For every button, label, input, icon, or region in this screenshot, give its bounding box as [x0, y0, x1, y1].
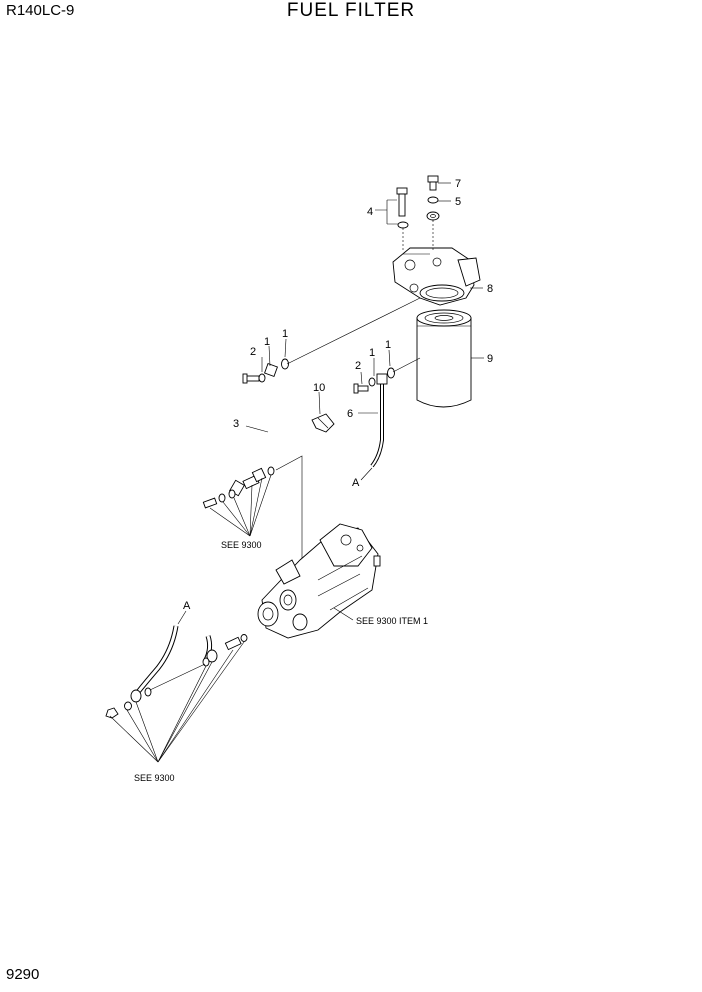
- washer-part-1-left-b[interactable]: [281, 358, 289, 370]
- fuel-pump-assembly[interactable]: [257, 523, 381, 639]
- callout-2-right: 2: [355, 360, 361, 372]
- washer-part-1-right-b[interactable]: [387, 367, 395, 379]
- page-number: 9290: [6, 966, 40, 983]
- callout-1-left-a: 1: [264, 336, 270, 348]
- model-code: R140LC-9: [6, 2, 75, 19]
- bolt-part-2-left[interactable]: [242, 373, 260, 384]
- fitting-group-lower[interactable]: [105, 634, 248, 719]
- clip-part-10[interactable]: [311, 413, 335, 433]
- callout-6: 6: [347, 408, 353, 420]
- callout-2-left: 2: [250, 346, 256, 358]
- callout-1-left-b: 1: [282, 328, 288, 340]
- fuel-hose-part-3[interactable]: [229, 363, 279, 497]
- callout-7: 7: [455, 178, 461, 190]
- filter-cartridge-part[interactable]: [416, 309, 472, 408]
- reference-see-9300-item-1: SEE 9300 ITEM 1: [356, 616, 428, 626]
- callout-10: 10: [313, 382, 325, 394]
- callout-9: 9: [487, 353, 493, 365]
- callout-5: 5: [455, 196, 461, 208]
- reference-see-9300-upper: SEE 9300: [221, 540, 262, 550]
- fuel-hose-lower-b[interactable]: [202, 635, 218, 667]
- reference-see-9300-lower: SEE 9300: [134, 773, 175, 783]
- callout-1-right-b: 1: [385, 339, 391, 351]
- callout-3: 3: [233, 418, 239, 430]
- washer-part-5[interactable]: [426, 196, 440, 221]
- callout-1-right-a: 1: [369, 347, 375, 359]
- callout-A-upper: A: [352, 477, 360, 489]
- washer-part-1-left-a[interactable]: [258, 373, 266, 383]
- fuel-hose-lower-a[interactable]: [136, 625, 179, 694]
- callout-A-lower: A: [183, 600, 191, 612]
- washer-part-1-right-a[interactable]: [368, 377, 376, 387]
- bolt-part-7[interactable]: [427, 175, 439, 191]
- fitting-group-upper[interactable]: [202, 466, 275, 509]
- bolt-part-4[interactable]: [396, 187, 409, 229]
- callout-4: 4: [367, 206, 373, 218]
- fuel-hose-part-6[interactable]: [370, 373, 388, 468]
- page-title: FUEL FILTER: [286, 0, 416, 21]
- bolt-part-2-right[interactable]: [353, 383, 369, 394]
- filter-head-part[interactable]: [392, 247, 481, 306]
- callout-8: 8: [487, 283, 493, 295]
